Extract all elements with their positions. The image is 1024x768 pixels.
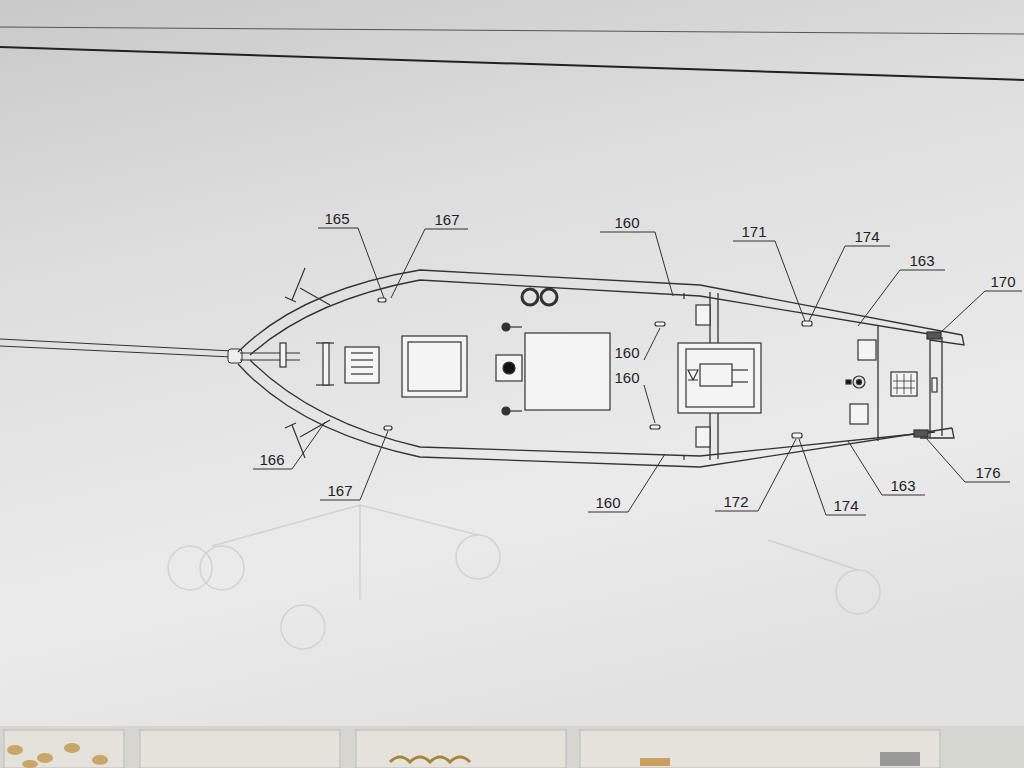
callout-number: 163 bbox=[890, 477, 915, 494]
callout-number: 160 bbox=[614, 369, 639, 386]
callout-number: 176 bbox=[975, 464, 1000, 481]
callout-number: 170 bbox=[990, 273, 1015, 290]
callout-number: 167 bbox=[434, 211, 459, 228]
callout-number: 160 bbox=[595, 494, 620, 511]
callout-number: 171 bbox=[741, 223, 766, 240]
callout-number: 160 bbox=[614, 344, 639, 361]
callout-number: 174 bbox=[854, 228, 879, 245]
callout-number: 165 bbox=[324, 210, 349, 227]
callout-number: 172 bbox=[723, 493, 748, 510]
callout-number: 167 bbox=[327, 482, 352, 499]
callout-number: 166 bbox=[259, 451, 284, 468]
callout-number: 174 bbox=[833, 497, 858, 514]
callout-number: 160 bbox=[614, 214, 639, 231]
callout-number: 163 bbox=[909, 252, 934, 269]
